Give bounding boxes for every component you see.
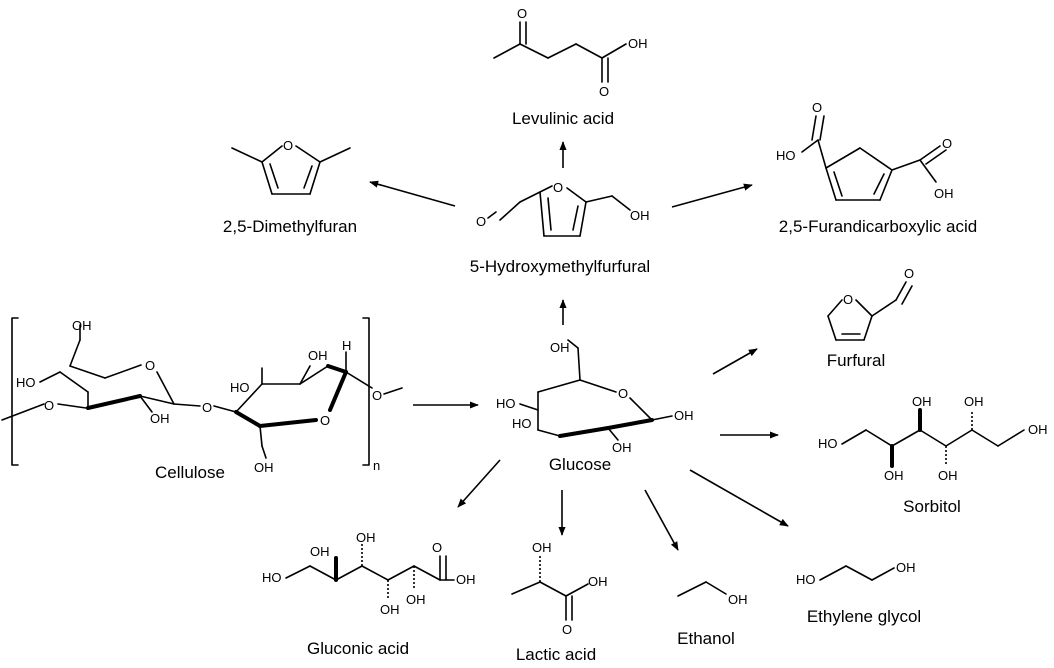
atom-label-oh: OH: [456, 572, 476, 587]
atom-label-oh: OH: [532, 540, 552, 555]
arrow-hmf-to-fdca: [671, 183, 753, 208]
atom-label-oh: OH: [934, 186, 954, 201]
atom-label-oh: OH: [406, 592, 426, 607]
atom-label-oh: OH: [674, 408, 694, 423]
label-ethylene-glycol: Ethylene glycol: [807, 607, 921, 626]
atom-label-oh: OH: [254, 460, 274, 475]
label-dmf: 2,5-Dimethylfuran: [223, 217, 357, 236]
atom-label-ho: HO: [776, 148, 796, 163]
atom-label-o: O: [283, 138, 293, 153]
atom-label-o: O: [432, 540, 442, 555]
glucose-structure: O OH HO HO OH OH Glucose: [496, 339, 694, 474]
dmf-structure: O 2,5-Dimethylfuran: [223, 138, 357, 236]
levulinic-acid-structure: O O OH Levulinic acid: [493, 6, 648, 128]
sorbitol-structure: HO OH OH OH OH OH Sorbitol: [818, 394, 1048, 516]
atom-label-o: O: [476, 214, 486, 229]
atom-label-oh: OH: [628, 36, 648, 51]
atom-label-oh: OH: [310, 544, 330, 559]
label-gluconic-acid: Gluconic acid: [307, 639, 409, 658]
atom-label-oh: OH: [550, 340, 570, 355]
atom-label-o: O: [320, 413, 330, 428]
atom-label-o: O: [942, 136, 952, 151]
atom-label-ho: HO: [818, 436, 838, 451]
atom-label-ho: HO: [496, 396, 516, 411]
atom-label-o: O: [618, 386, 628, 401]
arrow-glucose-to-furfural: [712, 348, 758, 375]
atom-label-o: O: [372, 388, 382, 403]
atom-label-ho: HO: [16, 375, 36, 390]
label-levulinic-acid: Levulinic acid: [512, 109, 614, 128]
atom-label-o: O: [553, 180, 563, 195]
atom-label-oh: OH: [356, 530, 376, 545]
label-sorbitol: Sorbitol: [903, 497, 961, 516]
atom-label-o: O: [562, 622, 572, 637]
atom-label-ho: HO: [230, 380, 250, 395]
atom-label-oh: OH: [728, 592, 748, 607]
reaction-arrows: [369, 141, 789, 551]
gluconic-acid-structure: HO O OH OH OH OH OH Gluconic acid: [262, 530, 476, 658]
atom-label-o: O: [145, 358, 155, 373]
atom-label-o: O: [812, 100, 822, 115]
atom-label-o: O: [599, 84, 609, 99]
label-glucose: Glucose: [549, 455, 611, 474]
ethanol-structure: OH Ethanol: [677, 581, 748, 648]
atom-label-oh: OH: [938, 468, 958, 483]
atom-label-ho: HO: [512, 416, 532, 431]
atom-label-n: n: [373, 458, 380, 473]
atom-label-oh: OH: [884, 468, 904, 483]
ethylene-glycol-structure: HO OH Ethylene glycol: [796, 560, 921, 626]
atom-label-oh: OH: [896, 560, 916, 575]
arrow-glucose-to-ethanol: [644, 489, 679, 551]
atom-label-oh: OH: [308, 348, 328, 363]
label-ethanol: Ethanol: [677, 629, 735, 648]
atom-label-ho: HO: [262, 570, 282, 585]
cellulose-structure: n O O OH HO OH O O HO OH: [1, 317, 403, 482]
label-fdca: 2,5-Furandicarboxylic acid: [779, 217, 977, 236]
atom-label-oh: OH: [588, 574, 608, 589]
arrow-glucose-to-ethylene-glycol: [689, 469, 789, 527]
atom-label-oh: OH: [380, 602, 400, 617]
label-furfural: Furfural: [827, 351, 886, 370]
atom-label-o: O: [44, 398, 54, 413]
atom-label-oh: OH: [150, 411, 170, 426]
atom-label-o: O: [843, 292, 853, 307]
atom-label-oh: OH: [1028, 422, 1048, 437]
furfural-structure: O O Furfural: [827, 266, 914, 370]
atom-label-oh: OH: [964, 394, 984, 409]
hmf-structure: O O OH 5-Hydroxymethylfurfural: [470, 180, 650, 276]
label-hmf: 5-Hydroxymethylfurfural: [470, 257, 650, 276]
label-lactic-acid: Lactic acid: [516, 645, 596, 663]
atom-label-oh: OH: [912, 394, 932, 409]
atom-label-o: O: [904, 266, 914, 281]
atom-label-o: O: [202, 400, 212, 415]
atom-label-o: O: [517, 6, 527, 21]
fdca-structure: O HO O OH 2,5-Furandicarboxylic acid: [776, 100, 977, 236]
arrow-glucose-to-gluconic: [457, 459, 501, 508]
arrow-hmf-to-dmf: [369, 180, 456, 207]
atom-label-oh: OH: [630, 208, 650, 223]
atom-label-h: H: [342, 338, 351, 353]
atom-label-oh: OH: [612, 440, 632, 455]
lactic-acid-structure: OH O OH Lactic acid: [511, 540, 608, 664]
atom-label-oh: OH: [72, 318, 92, 333]
atom-label-ho: HO: [796, 572, 816, 587]
label-cellulose: Cellulose: [155, 463, 225, 482]
